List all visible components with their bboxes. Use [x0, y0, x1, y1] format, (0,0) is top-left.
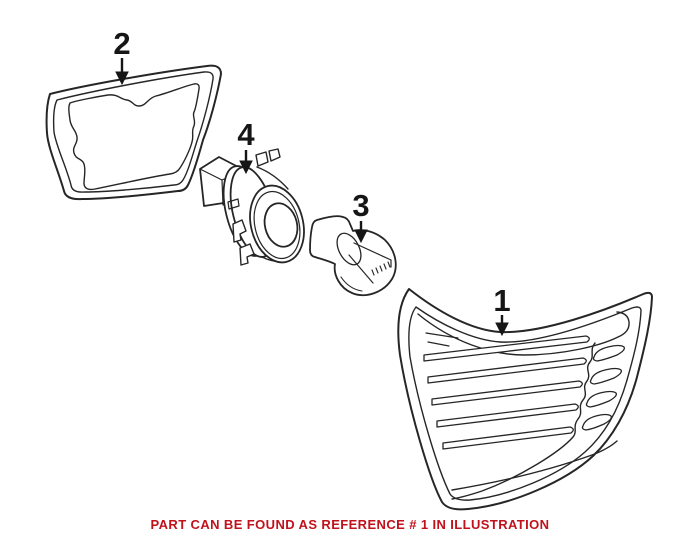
footer-note: PART CAN BE FOUND AS REFERENCE # 1 IN IL… — [150, 517, 550, 532]
callout-label-3: 3 — [352, 188, 370, 223]
bulb-illustration — [309, 215, 397, 297]
callout-label-1: 1 — [493, 283, 511, 318]
tail-light-illustration — [397, 288, 653, 511]
callout-label-2: 2 — [113, 26, 131, 61]
gasket-illustration — [45, 64, 222, 201]
callout-arrow-4 — [239, 150, 253, 175]
callout-arrow-1 — [495, 315, 509, 337]
callout-arrow-2 — [115, 58, 129, 86]
callout-arrow-3 — [354, 221, 368, 244]
bulb-socket-illustration — [199, 148, 305, 266]
callout-label-4: 4 — [237, 117, 255, 152]
